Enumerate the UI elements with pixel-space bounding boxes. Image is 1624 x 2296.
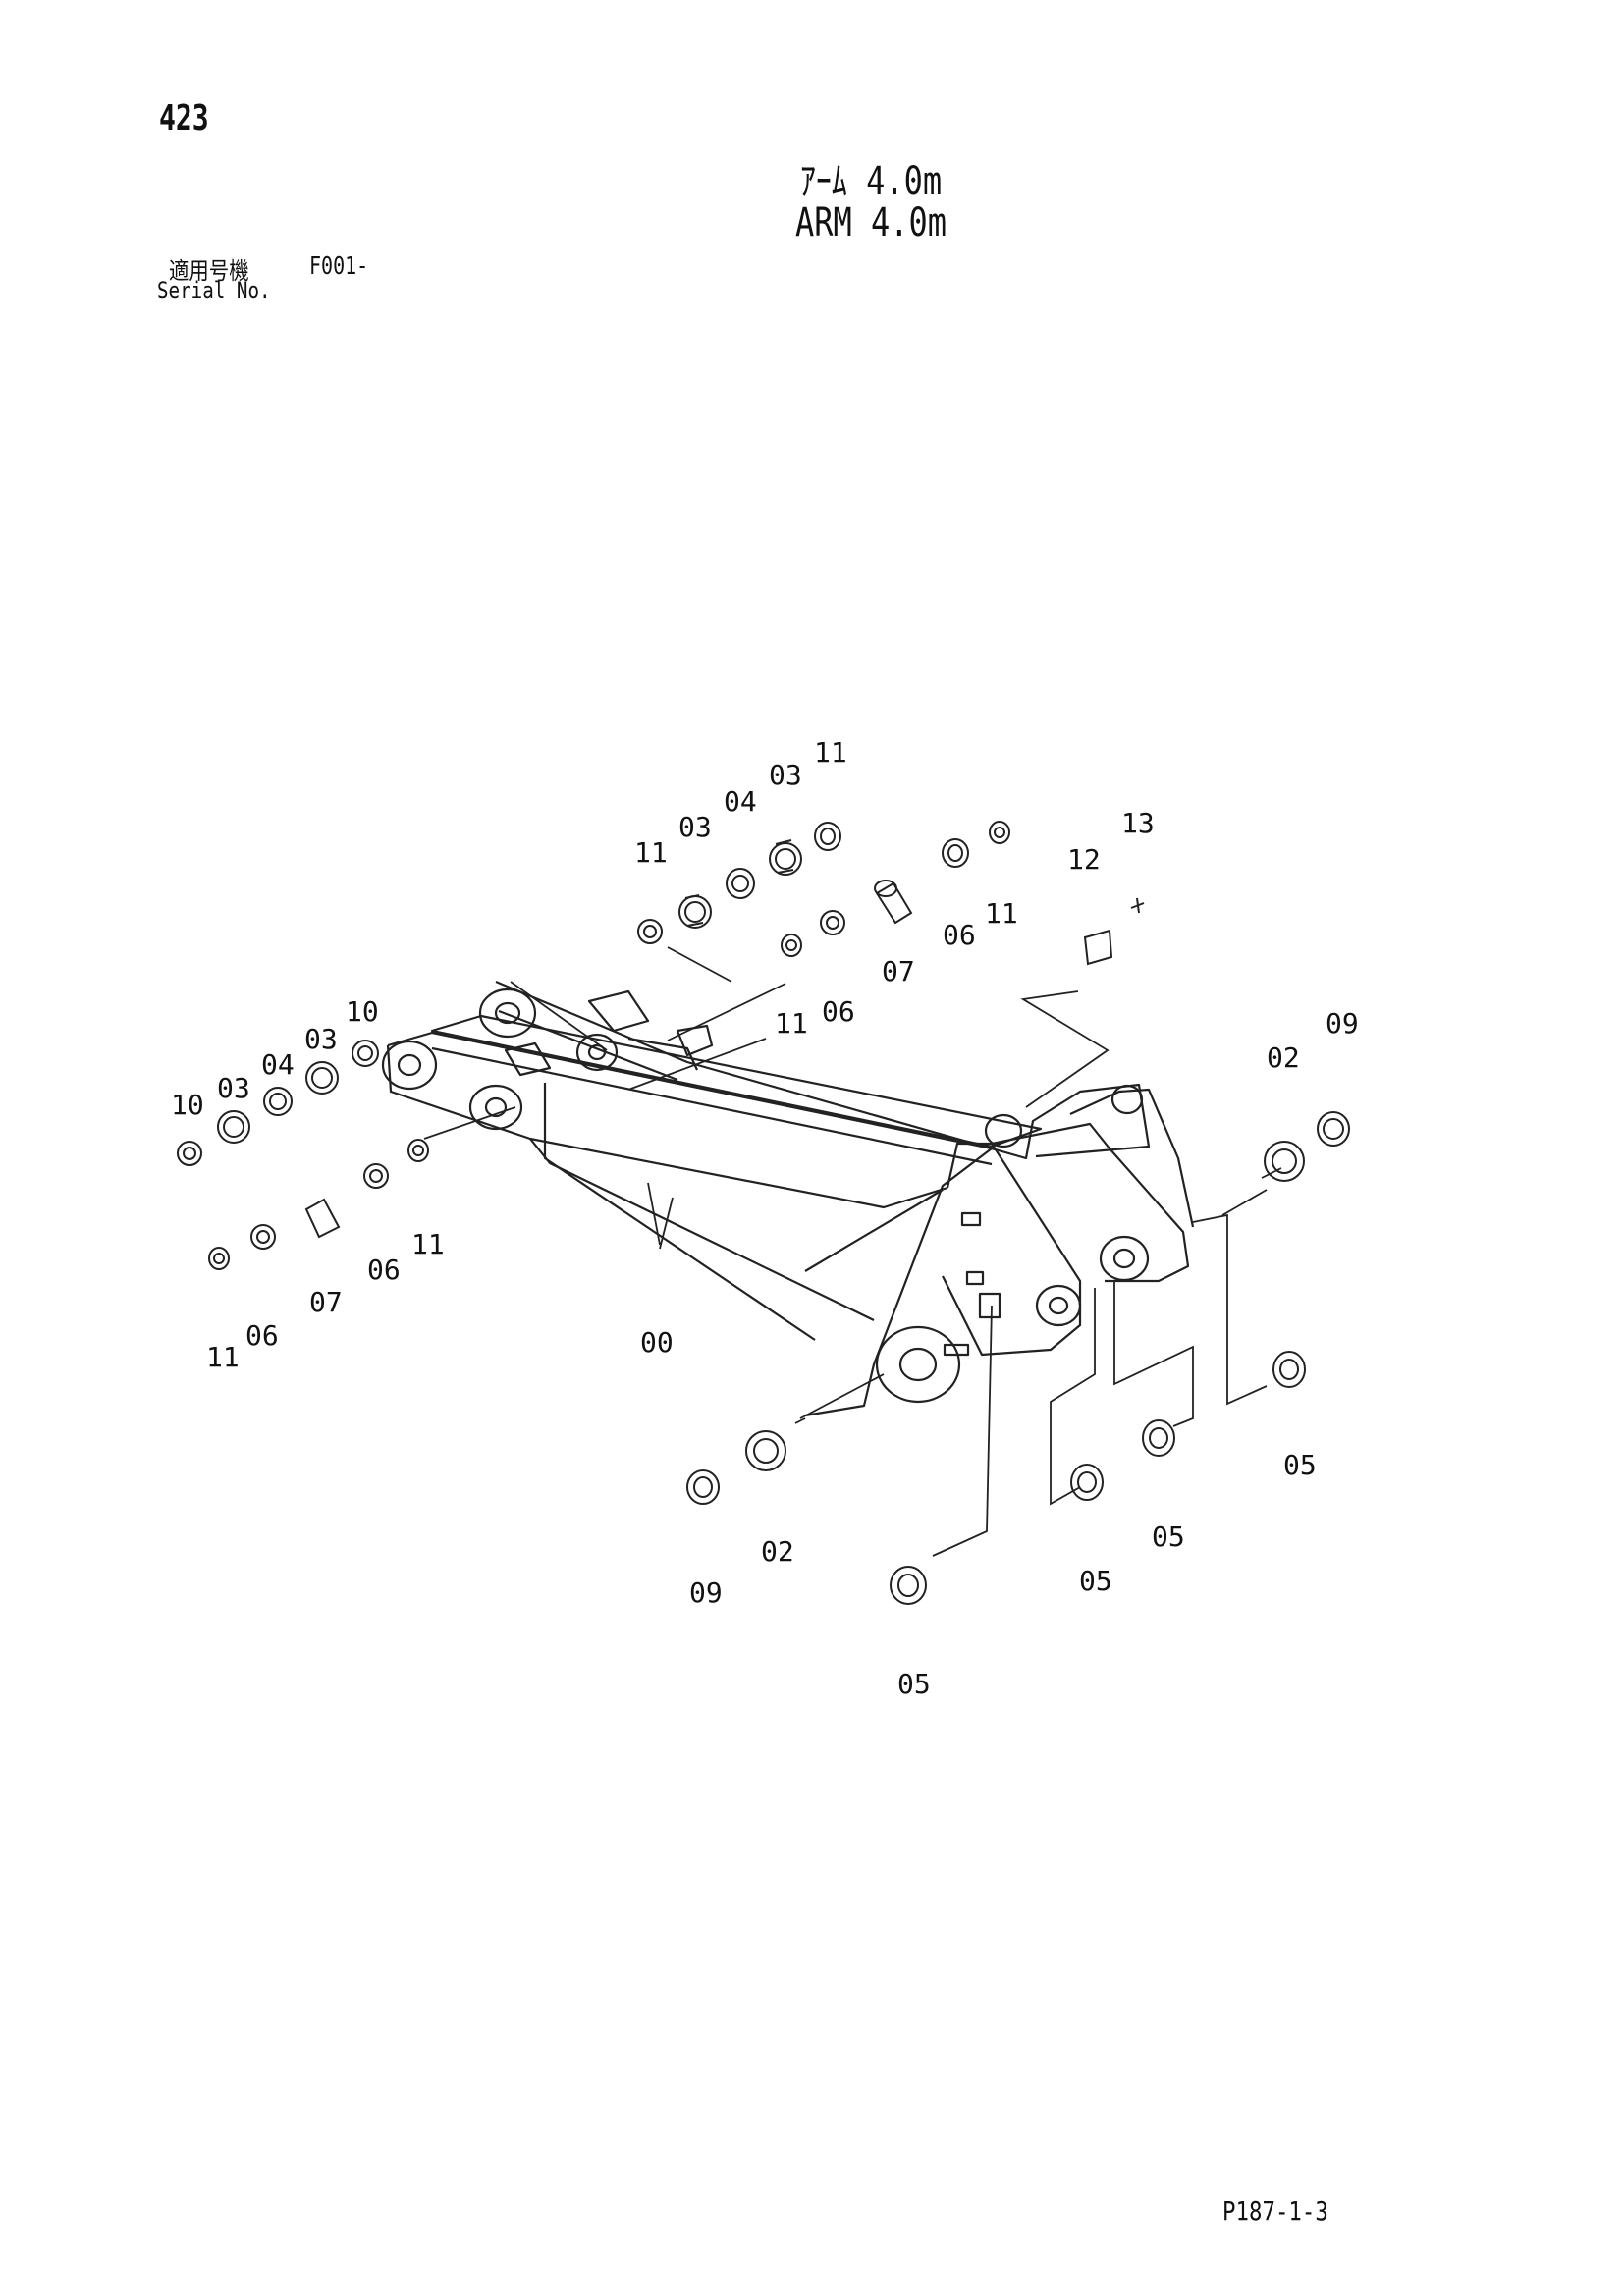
serial-label-english: Serial No. <box>157 277 271 304</box>
callout-03: 03 <box>769 759 802 791</box>
callout-09: 09 <box>1326 1007 1359 1040</box>
serial-label-japanese: 適用号機 <box>169 257 249 285</box>
callout-10: 11 <box>634 836 668 869</box>
callout-04: 04 <box>261 1048 295 1081</box>
title-japanese: ｱｰﾑ 4.0m <box>799 159 943 204</box>
callout-11: 11 <box>411 1228 445 1260</box>
callout-09: 09 <box>689 1576 723 1609</box>
callout-11: 11 <box>206 1341 240 1373</box>
leader-lines <box>423 946 1282 1557</box>
title-english: ARM 4.0m <box>794 200 947 245</box>
exploded-parts <box>177 821 1350 1605</box>
callout-03: 03 <box>217 1072 250 1104</box>
callout-04: 04 <box>724 785 757 818</box>
callout-labels: 11 03 04 03 11 13 12 11 06 07 06 11 10 0… <box>171 736 1359 1700</box>
footer-code: P187-1-3 <box>1222 2195 1328 2227</box>
callout-03: 03 <box>304 1023 338 1055</box>
callout-11: 11 <box>985 897 1018 930</box>
callout-06: 06 <box>822 995 855 1028</box>
callout-05: 05 <box>897 1668 931 1700</box>
callout-05: 05 <box>1283 1449 1317 1481</box>
callout-02: 02 <box>761 1535 794 1568</box>
callout-06: 06 <box>943 919 976 951</box>
callout-12: 12 <box>1067 843 1101 876</box>
callout-07: 07 <box>309 1286 343 1318</box>
page-number: 423 <box>159 98 209 138</box>
arm-body <box>381 980 1195 1417</box>
callout-07: 07 <box>882 955 915 988</box>
callout-11: 11 <box>775 1007 808 1040</box>
callout-02: 02 <box>1267 1041 1300 1074</box>
callout-00: 00 <box>640 1326 674 1359</box>
callout-13: 13 <box>1121 807 1155 839</box>
callout-10: 10 <box>346 995 379 1028</box>
callout-05: 05 <box>1152 1521 1185 1553</box>
callout-06: 06 <box>367 1254 401 1286</box>
callout-03: 03 <box>678 811 712 843</box>
serial-value: F001- <box>309 251 369 280</box>
callout-10: 11 <box>814 736 847 769</box>
callout-10: 10 <box>171 1089 204 1121</box>
callout-06: 06 <box>245 1319 279 1352</box>
callout-05: 05 <box>1079 1565 1112 1597</box>
